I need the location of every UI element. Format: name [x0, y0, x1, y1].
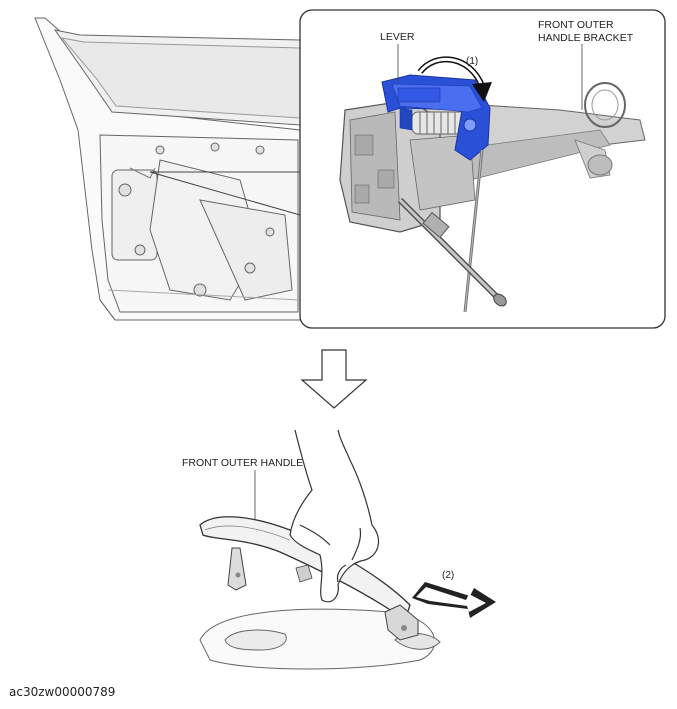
- callout-lines: [149, 171, 301, 216]
- door-handle-opening: [199, 608, 441, 670]
- bracket-label-line2: HANDLE BRACKET: [538, 32, 634, 44]
- leader-lines: [397, 44, 583, 110]
- lever-label: LEVER: [380, 31, 415, 43]
- figure-id: ac30zw00000789: [9, 685, 116, 699]
- lever: [381, 74, 491, 161]
- step-1-label: (1): [466, 56, 478, 67]
- handle-label: FRONT OUTER HANDLE: [182, 457, 303, 469]
- rotation-arrow-1: [417, 56, 492, 102]
- bracket-label-line1: FRONT OUTER: [538, 19, 614, 31]
- pull-arrow-2: [412, 582, 496, 618]
- cable-rod: [397, 149, 507, 313]
- hand: [289, 429, 380, 603]
- step-2-label: (2): [442, 570, 454, 581]
- front-outer-handle: [199, 516, 419, 641]
- down-arrow: [300, 349, 368, 409]
- door-inner-panel: [34, 17, 301, 321]
